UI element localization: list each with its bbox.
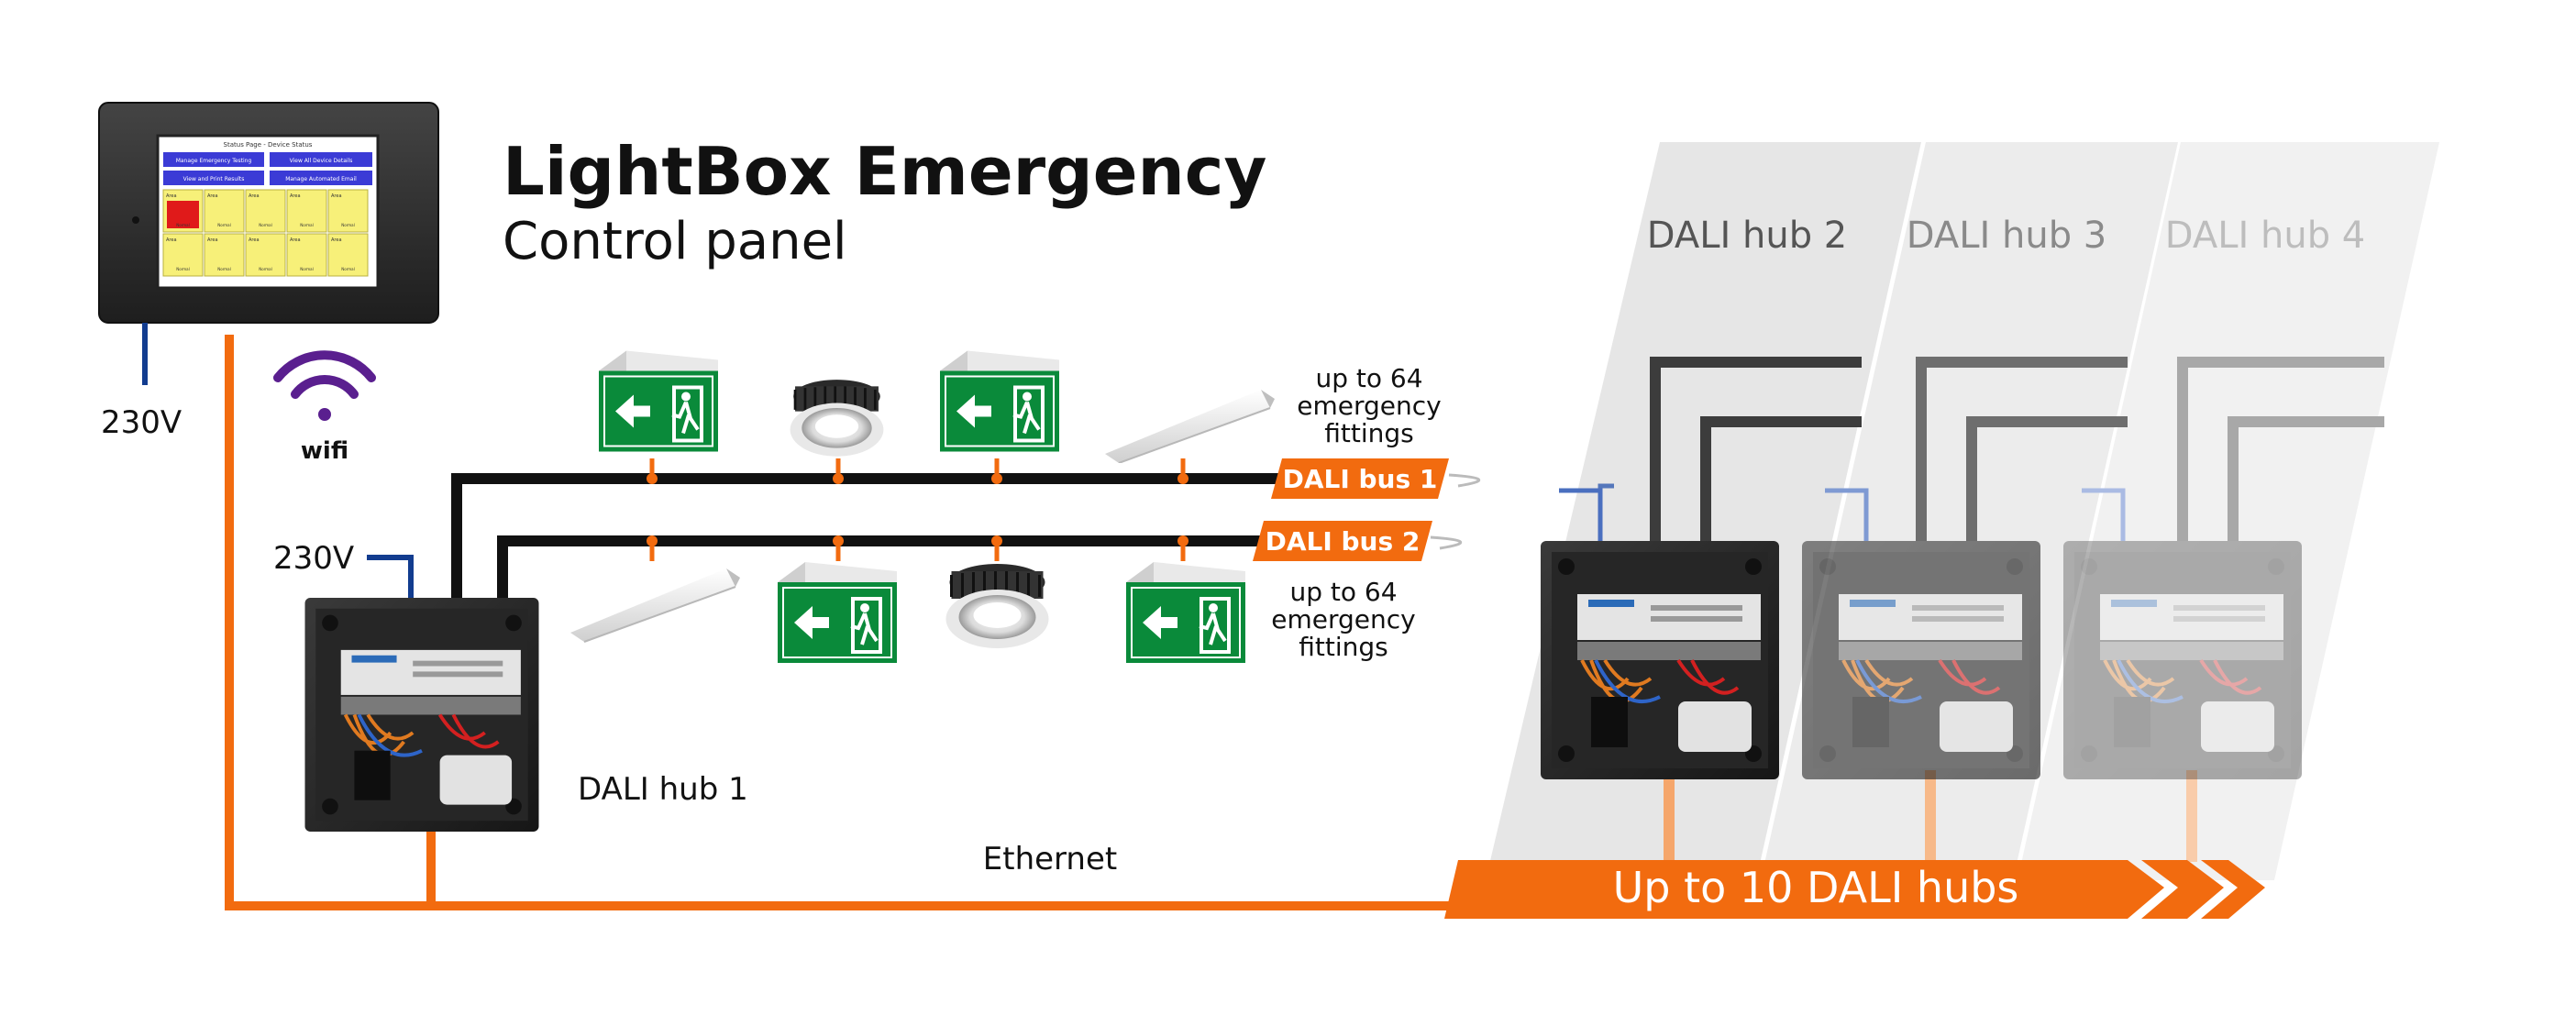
status-tile[interactable] (204, 189, 245, 233)
dali-bus-lines (451, 473, 1284, 598)
status-tile-label: Area (331, 193, 342, 199)
hub3-cables (1916, 357, 2128, 541)
status-tile-label: Area (166, 193, 177, 199)
dali-bus-2-tag: DALI bus 2 (1253, 521, 1432, 561)
status-tile-status: Normal (176, 223, 189, 227)
status-tile[interactable] (327, 189, 369, 233)
status-tile-status: Normal (217, 267, 230, 271)
batten-light-icon (569, 567, 742, 644)
svg-text:fittings: fittings (1299, 632, 1388, 662)
exit-sign-icon (1126, 562, 1245, 663)
hub3-label: DALI hub 3 (1907, 215, 2107, 257)
status-tile-status: Normal (300, 223, 313, 227)
status-tile-status: Normal (341, 223, 354, 227)
hub1-power-line (367, 555, 414, 598)
svg-text:up to 64: up to 64 (1289, 577, 1397, 607)
fittings-caption-bottom: up to 64 emergency fittings (1271, 577, 1415, 662)
wifi-label: wifi (301, 437, 348, 465)
hub4-label: DALI hub 4 (2165, 215, 2366, 257)
status-tile[interactable] (204, 233, 245, 277)
hub-ethernet-drops (1664, 770, 2197, 862)
svg-text:DALI bus 1: DALI bus 1 (1283, 464, 1438, 494)
status-tile[interactable] (327, 233, 369, 277)
hub4-cables (2177, 357, 2384, 541)
svg-text:fittings: fittings (1324, 418, 1413, 448)
status-tile-label: Area (166, 237, 177, 243)
status-tile-status: Normal (259, 223, 271, 227)
exit-sign-icon (940, 351, 1059, 452)
hub2-label: DALI hub 2 (1647, 215, 1848, 257)
dali-hub-2-box (1541, 541, 1779, 779)
panel-screen-button-1[interactable] (163, 152, 264, 167)
fittings-caption-top: up to 64 emergency fittings (1297, 363, 1441, 448)
status-tile-status: Normal (176, 267, 189, 271)
page-subtitle: Control panel (503, 212, 847, 271)
control-panel-icon[interactable]: Status Page - Device Status Manage Emerg… (98, 102, 439, 324)
status-tile-label: Area (207, 193, 218, 199)
dali-bus-1-tag: DALI bus 1 (1271, 458, 1449, 499)
status-tile-status: Normal (217, 223, 230, 227)
exit-sign-icon (778, 562, 897, 663)
panel-screen-button-4[interactable] (270, 171, 372, 185)
downlight-icon (789, 378, 885, 458)
status-tile[interactable] (245, 233, 286, 277)
page-title: LightBox Emergency (503, 133, 1266, 210)
ethernet-line (225, 335, 1467, 910)
status-tile-label: Area (290, 193, 301, 199)
svg-text:up to 64: up to 64 (1315, 363, 1422, 393)
bus-tail-arcs (1430, 473, 1481, 550)
status-tile[interactable] (286, 233, 327, 277)
dali-hub-4-box (2063, 541, 2302, 779)
dali-hub-3-box (1802, 541, 2040, 779)
status-tile-status: Normal (341, 267, 354, 271)
svg-text:emergency: emergency (1297, 391, 1441, 421)
status-tile-label: Area (331, 237, 342, 243)
status-tile-label: Area (249, 193, 260, 199)
svg-text:DALI bus 2: DALI bus 2 (1266, 526, 1421, 557)
hub1-label: DALI hub 1 (578, 771, 748, 808)
panel-status-tiles: AreaNormalAreaNormalAreaNormalAreaNormal… (162, 189, 369, 277)
dali-hub-1-box (303, 598, 541, 832)
batten-light-icon (1104, 389, 1276, 463)
downlight-icon (944, 562, 1051, 650)
status-tile-status: Normal (259, 267, 271, 271)
status-tile-label: Area (290, 237, 301, 243)
hub-power-stubs (1559, 488, 2126, 541)
status-tile-label: Area (249, 237, 260, 243)
status-tile[interactable] (245, 189, 286, 233)
status-tile-status: Normal (300, 267, 313, 271)
svg-text:Manage Emergency Testing: Manage Emergency Testing (176, 158, 252, 164)
status-tile-label: Area (207, 237, 218, 243)
panel-screen-header: Status Page - Device Status (224, 141, 313, 149)
svg-text:emergency: emergency (1271, 604, 1415, 634)
svg-text:Manage Automated Email: Manage Automated Email (285, 176, 357, 182)
svg-text:View All Device Details: View All Device Details (290, 158, 353, 164)
svg-text:View and Print Results: View and Print Results (183, 176, 245, 182)
status-tile-alarm (167, 201, 199, 228)
exit-sign-icon (599, 351, 718, 452)
hub1-power-label: 230V (273, 540, 354, 577)
fitting-drop-dots (647, 473, 1188, 546)
panel-power-label: 230V (101, 404, 182, 441)
hub-count-banner: Up to 10 DALI hubs (1444, 860, 2265, 919)
ethernet-label: Ethernet (983, 841, 1117, 877)
panel-screen-button-2[interactable] (270, 152, 372, 167)
status-tile[interactable] (162, 233, 204, 277)
panel-screen-button-3[interactable] (163, 171, 264, 185)
wifi-icon (273, 350, 376, 421)
hub-count-banner-text: Up to 10 DALI hubs (1613, 863, 2019, 912)
status-tile[interactable] (286, 189, 327, 233)
